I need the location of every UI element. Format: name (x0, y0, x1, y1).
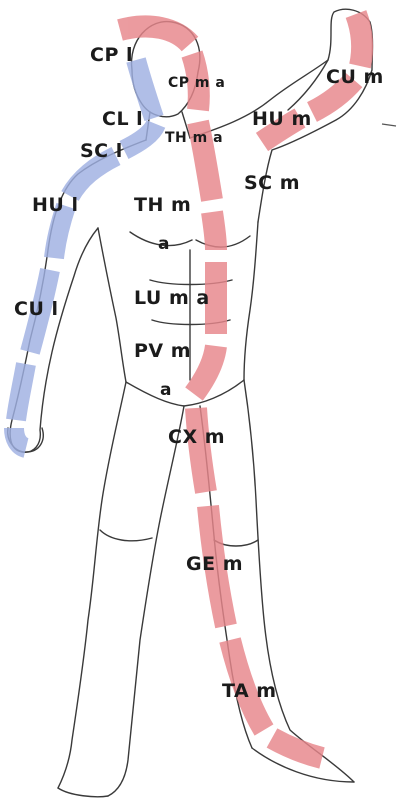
medial-segment-pe (272, 738, 322, 758)
label-cl-l: CL l (102, 110, 143, 129)
left-foot-outline (58, 788, 108, 797)
medial-segment-cp (120, 26, 190, 44)
label-sc-l: SC l (80, 142, 123, 161)
knee-left (100, 530, 152, 541)
lateral-segment-ca (16, 364, 26, 420)
label-sc-m: SC m (244, 174, 300, 193)
label-pv-m-a-suffix: a (160, 382, 172, 399)
pelvis-outline (126, 380, 244, 406)
medial-segment-di (356, 14, 362, 66)
medial-segment-cx (196, 408, 206, 492)
torso-left (98, 228, 126, 382)
chest-line (130, 232, 250, 247)
label-cx-m: CX m (168, 428, 225, 447)
label-lu-m-a: LU m a (134, 289, 210, 308)
label-pv-m: PV m (134, 342, 191, 361)
label-ge-m: GE m (186, 555, 243, 574)
label-cu-l: CU l (14, 300, 59, 319)
torso-right (244, 222, 258, 380)
label-th-m-a-suffix: a (158, 236, 170, 253)
left-leg-outline (58, 382, 184, 796)
lateral-segment-di (14, 428, 26, 448)
label-cp-m-a: CP m a (168, 76, 225, 90)
label-th-m: TH m (134, 196, 191, 215)
label-hu-m: HU m (252, 110, 312, 129)
label-th-m-a-upper: TH m a (165, 131, 223, 145)
medial-segment-th (212, 212, 216, 250)
label-ta-m: TA m (222, 682, 277, 701)
label-cu-m: CU m (326, 68, 384, 87)
edge-arrow-mark (382, 124, 396, 126)
label-hu-l: HU l (32, 196, 78, 215)
medial-segment-pv (194, 346, 216, 394)
label-cp-l: CP l (90, 46, 133, 65)
lateral-segment-sc (70, 156, 116, 196)
